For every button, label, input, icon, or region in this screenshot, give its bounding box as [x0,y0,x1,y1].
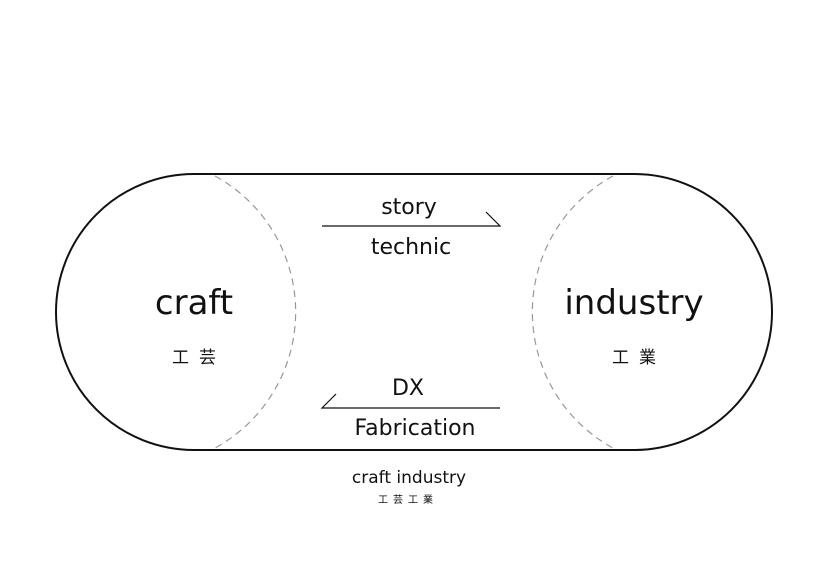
craft-label: craft [155,283,233,323]
caption-label: craft industry [352,468,466,488]
top-arrow [322,211,502,227]
industry-label: industry [564,283,703,323]
industry-kanji: 工業 [612,348,666,368]
caption-kanji: 工芸工業 [378,493,438,506]
craft-dashed-arc [214,175,297,449]
craft-kanji: 工芸 [172,348,226,368]
industry-dashed-arc [531,175,614,449]
dx-label: DX [392,376,424,401]
stadium-outline [55,173,773,451]
story-label: story [381,195,437,220]
bottom-arrow [320,393,500,409]
technic-label: technic [371,235,451,260]
fabrication-label: Fabrication [355,416,476,441]
